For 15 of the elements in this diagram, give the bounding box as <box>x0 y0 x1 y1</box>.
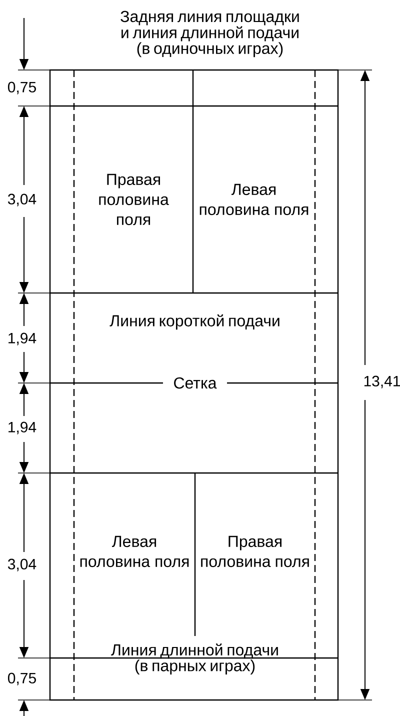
dimension-label: 0,75 <box>8 672 36 686</box>
court-half: Левая половина поля <box>80 536 189 568</box>
dimension-label: 1,94 <box>8 332 36 346</box>
net-label: Сетка <box>163 375 227 391</box>
court-half: Правая половина поля <box>99 174 169 226</box>
dimension-label: 0,75 <box>8 82 36 94</box>
line-label: Задняя линия площадки и линия длинной подачи (в одиночных играх) <box>120 10 299 58</box>
dimension-label: 3,04 <box>8 558 36 572</box>
line-label: Линия короткой подачи <box>110 314 280 330</box>
dimension-label: 13,41 <box>360 374 400 390</box>
line-label: Линия длинной подачи (в парных играх) <box>111 644 278 674</box>
court-half: Левая половина поля <box>200 184 308 216</box>
dimension-label: 3,04 <box>8 194 36 206</box>
court-half: Правая половина поля <box>201 536 309 568</box>
dimension-label: 1,94 <box>8 422 36 434</box>
